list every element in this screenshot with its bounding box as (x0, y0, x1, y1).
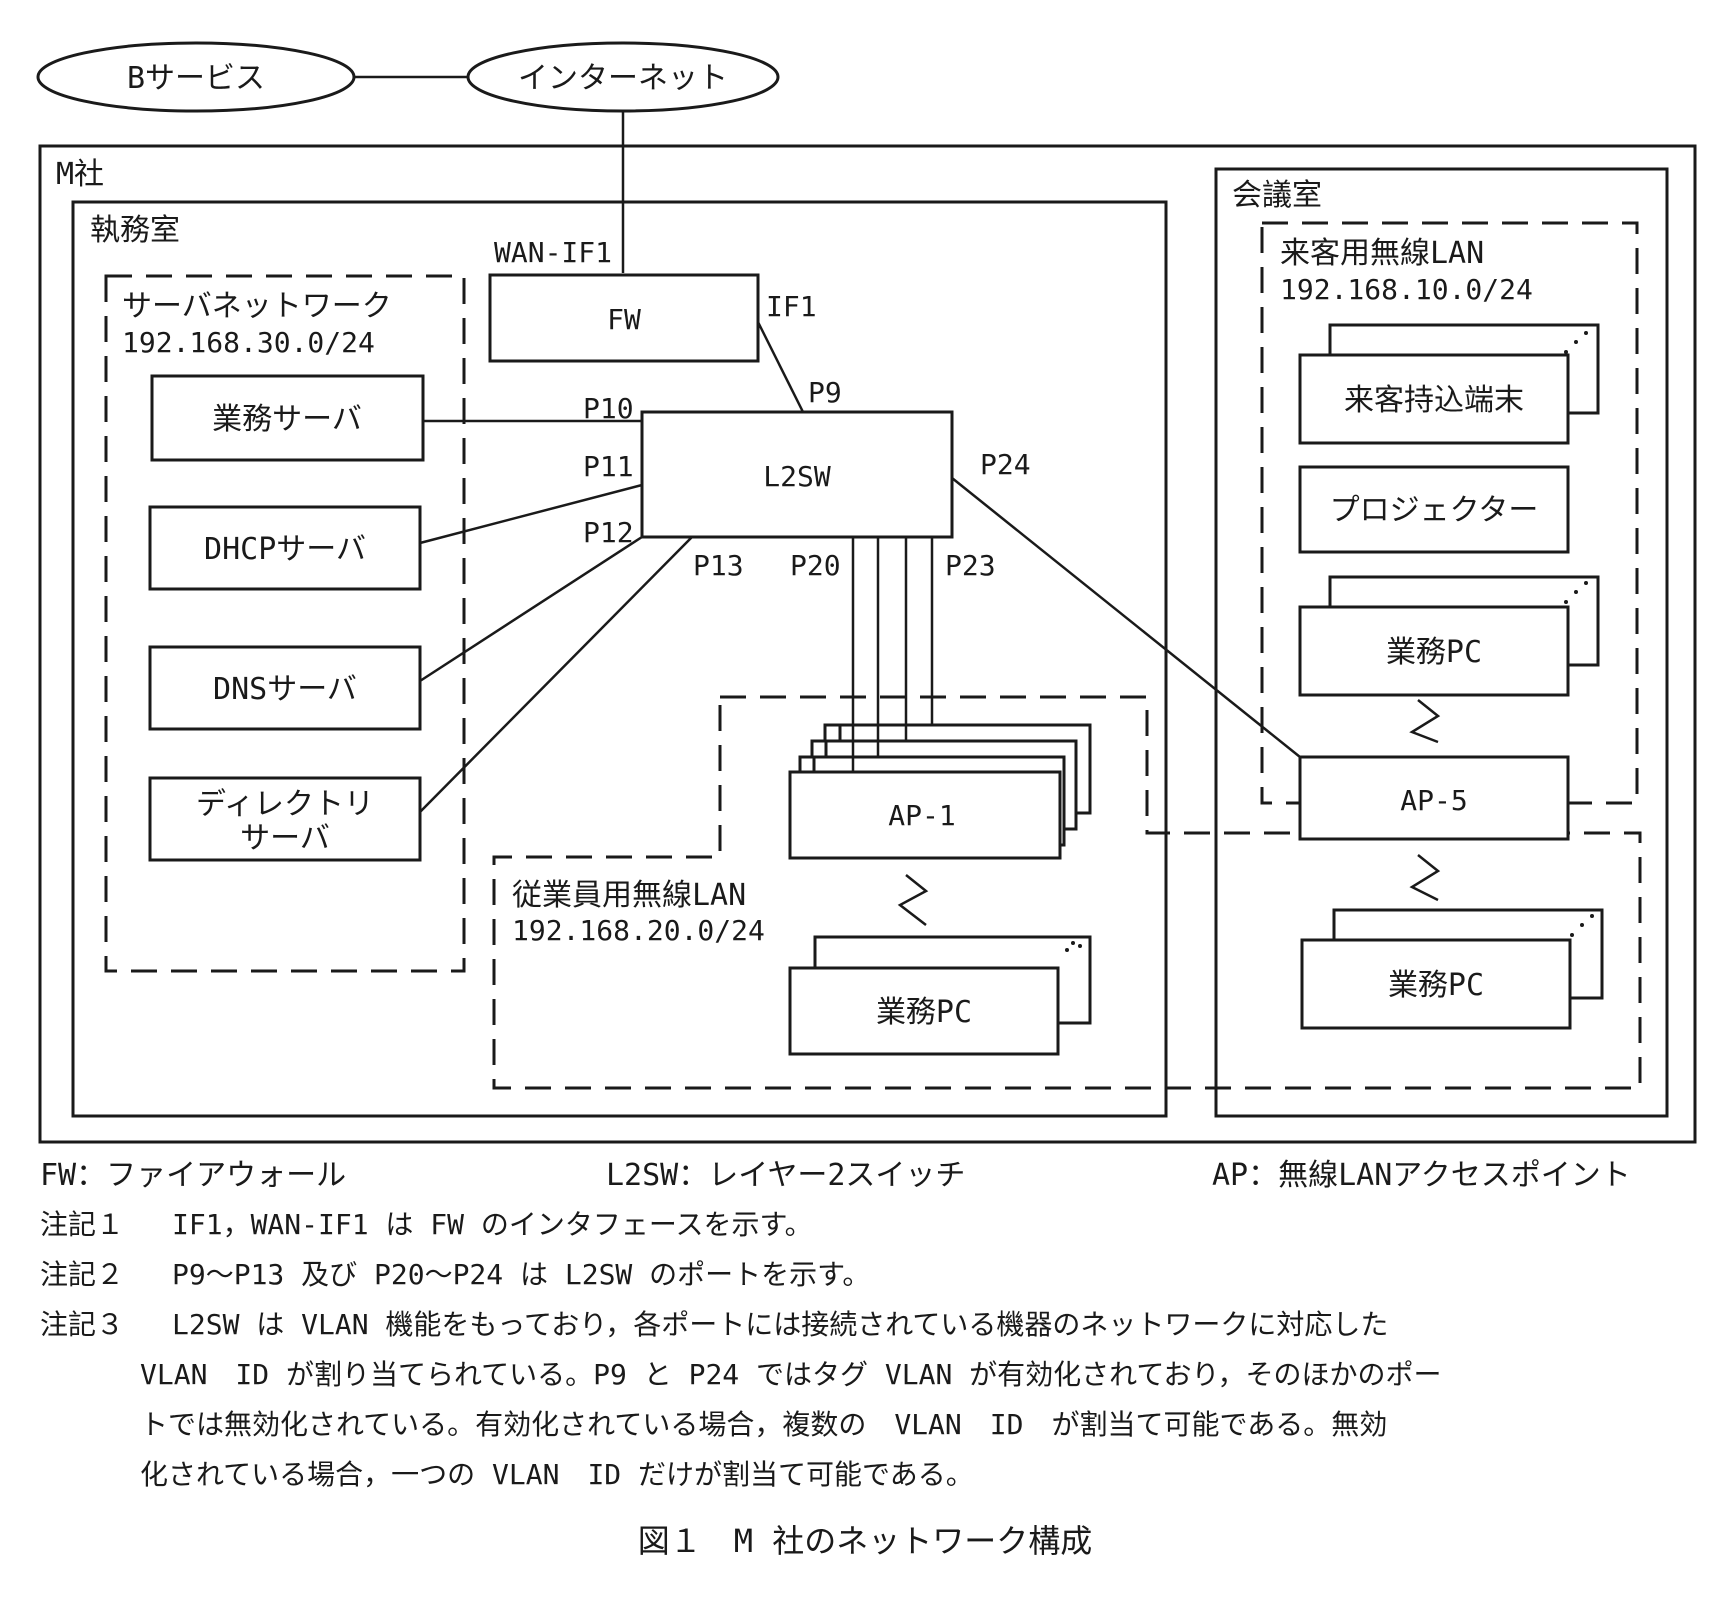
b-service-label: Bサービス (127, 61, 265, 96)
wireless-icon (897, 874, 929, 926)
meeting-business-pc-lower-label: 業務PC (1388, 968, 1484, 1003)
fw-device: FW (488, 273, 760, 363)
fw-label: FW (607, 303, 641, 336)
server-network-name: サーバネットワーク (122, 289, 392, 324)
legend-ap: AP：無線LANアクセスポイント (1212, 1158, 1631, 1193)
b-service-cloud: Bサービス (36, 41, 356, 113)
dns-server-label: DNSサーバ (213, 672, 357, 707)
fw-l2sw-link (756, 321, 805, 413)
ap1-device (788, 770, 1062, 860)
office-business-pc: 業務PC (788, 966, 1060, 1056)
office-business-pc-label: 業務PC (876, 995, 972, 1030)
abbreviation-legend: FW：ファイアウォール L2SW：レイヤー2スイッチ AP：無線LANアクセスポ… (40, 1150, 1720, 1200)
link-p13 (419, 536, 693, 813)
port-p24-label: P24 (980, 448, 1031, 481)
legend-fw: FW：ファイアウォール (40, 1158, 347, 1193)
dhcp-server-label: DHCPサーバ (204, 532, 366, 567)
port-p20-label: P20 (790, 549, 841, 582)
directory-server-label-2: サーバ (240, 821, 330, 856)
meeting-room-label: 会議室 (1232, 178, 1322, 213)
directory-server: ディレクトリ サーバ (148, 776, 422, 862)
port-p10-label: P10 (583, 392, 634, 425)
server-network-subnet: 192.168.30.0/24 (122, 326, 375, 359)
office-label: 執務室 (90, 213, 180, 248)
link-p24 (951, 477, 1301, 758)
server-network-zone (104, 274, 466, 973)
legend-l2sw: L2SW：レイヤー2スイッチ (606, 1158, 966, 1193)
l2sw-label: L2SW (763, 460, 831, 493)
if1-label: IF1 (766, 290, 817, 323)
internet-cloud: インターネット (466, 41, 780, 113)
business-server: 業務サーバ (150, 374, 425, 462)
port-p9-label: P9 (808, 376, 842, 409)
guest-device: 来客持込端末 (1298, 353, 1570, 445)
meeting-business-pc-upper-label: 業務PC (1386, 635, 1482, 670)
port-p13-label: P13 (693, 549, 744, 582)
port-p12-label: P12 (583, 516, 634, 549)
note-3-line-4: 化されている場合，一つの VLAN ID だけが割当て可能である。 (140, 1458, 974, 1491)
note-3-line-2: VLAN ID が割り当てられている。P9 と P24 ではタグ VLAN が有… (140, 1358, 1442, 1391)
figure-caption: 図１ M 社のネットワーク構成 (637, 1522, 1093, 1560)
guest-wlan-subnet: 192.168.10.0/24 (1280, 273, 1533, 306)
wan-if1-label: WAN-IF1 (494, 236, 612, 269)
port-p11-label: P11 (583, 450, 634, 483)
directory-server-label-1: ディレクトリ (196, 787, 374, 822)
ap1-label: AP-1 (888, 799, 955, 832)
note-3-line-3: トでは無効化されている。有効化されている場合，複数の VLAN ID が割当て可… (140, 1408, 1388, 1441)
business-server-label: 業務サーバ (212, 402, 362, 437)
link-p12 (419, 535, 643, 683)
link-p11 (419, 483, 643, 545)
employee-wlan-name: 従業員用無線LAN (512, 878, 746, 913)
internet-label: インターネット (518, 61, 728, 96)
guest-device-label: 来客持込端末 (1344, 383, 1524, 418)
projector: プロジェクター (1298, 465, 1570, 554)
meeting-business-pc-lower: 業務PC (1300, 938, 1572, 1030)
office-frame (71, 200, 1168, 1118)
l2sw-device: L2SW (640, 410, 954, 539)
meeting-business-pc-upper: 業務PC (1298, 605, 1570, 697)
ap5-device: AP-5 (1298, 755, 1570, 841)
employee-wlan-subnet: 192.168.20.0/24 (512, 914, 765, 947)
wireless-icon (1409, 699, 1441, 744)
port-p23-label: P23 (945, 549, 996, 582)
dns-server: DNSサーバ (148, 645, 422, 731)
projector-label: プロジェクター (1330, 493, 1539, 528)
network-diagram: Bサービス インターネット M社 執務室 会議室 サーバネットワーク 192.1… (36, 41, 1697, 1144)
wireless-icon (1409, 854, 1441, 902)
company-label: M社 (56, 157, 104, 192)
notes-section: FW：ファイアウォール L2SW：レイヤー2スイッチ AP：無線LANアクセスポ… (40, 1150, 1720, 1562)
dhcp-server: DHCPサーバ (148, 505, 422, 591)
guest-wlan-name: 来客用無線LAN (1280, 236, 1484, 271)
ap5-label: AP-5 (1400, 784, 1467, 817)
meeting-room-frame (1214, 167, 1669, 1118)
company-frame (38, 144, 1697, 1144)
